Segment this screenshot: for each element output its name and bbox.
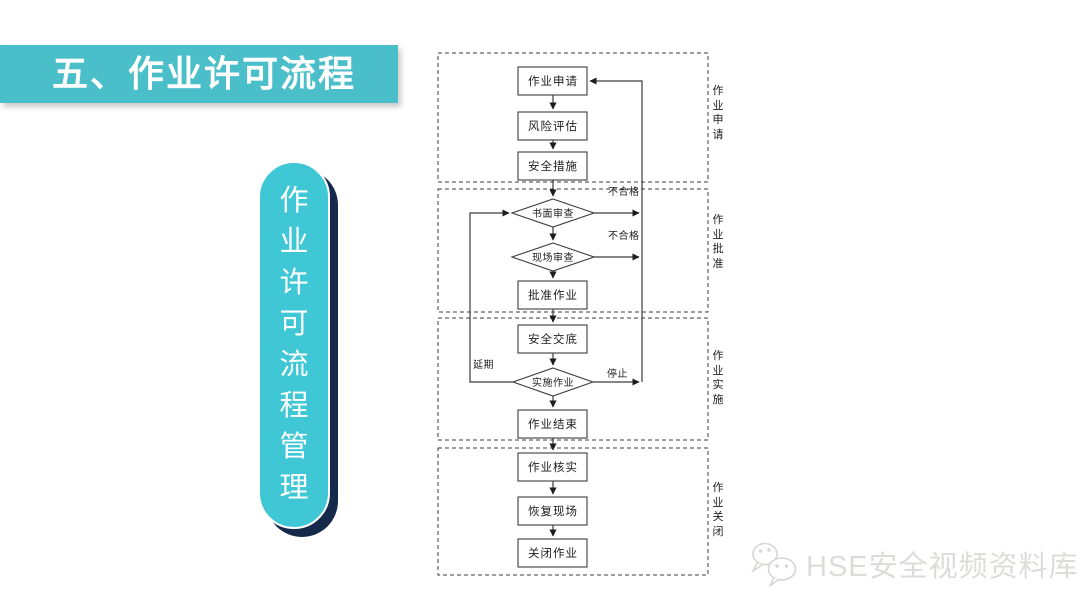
- phase-label-close: 作业关闭: [712, 482, 724, 538]
- box-briefing: [517, 324, 588, 354]
- phase-frames: [437, 52, 709, 576]
- label-risk: 风险评估: [528, 119, 578, 133]
- phase-label-approve: 作业批准: [712, 214, 724, 270]
- vertical-banner-text: 作业许可流程管理: [279, 185, 309, 504]
- watermark-text: HSE安全视频资料库: [806, 551, 1079, 583]
- flow-boxes: [510, 66, 596, 568]
- label-approve: 批准作业: [528, 288, 578, 302]
- phase-label-implement: 作业实施: [712, 350, 724, 406]
- postpone-loop-left: [469, 209, 513, 383]
- label-restore: 恢复现场: [528, 504, 578, 518]
- wechat-icon: [750, 542, 797, 587]
- phase-frame-approve: [437, 188, 709, 313]
- box-verify: [517, 452, 588, 482]
- label-close: 关闭作业: [528, 546, 578, 560]
- label-briefing: 安全交底: [528, 332, 578, 346]
- label-verify: 作业核实: [528, 460, 578, 474]
- box-approve: [517, 280, 588, 310]
- vertical-capsule-banner: 作业许可流程管理: [258, 161, 330, 529]
- diamond-written-review: [510, 198, 596, 228]
- flow-connectors: [469, 77, 643, 537]
- box-risk: [517, 111, 588, 141]
- label-site-review: 现场审查: [532, 251, 574, 264]
- phase-label-apply: 作业申请: [712, 85, 724, 141]
- box-apply: [517, 66, 588, 96]
- label-implement: 实施作业: [532, 376, 574, 389]
- label-written-review: 书面审查: [532, 207, 574, 220]
- slide-title-banner: 五、作业许可流程: [0, 45, 398, 103]
- label-safety: 安全措施: [528, 159, 578, 173]
- box-safety: [517, 151, 588, 181]
- feedback-line-right: [589, 77, 643, 382]
- box-finish: [517, 409, 588, 439]
- branch-postpone: 延期: [473, 359, 494, 371]
- branch-unqualified-1: 不合格: [608, 185, 640, 198]
- phase-frame-close: [437, 447, 709, 576]
- flow-node-labels: 作业申请 风险评估 安全措施 书面审查 现场审查 批准作业 安全交底 实施作业 …: [528, 75, 578, 560]
- flow-branch-labels: 不合格 不合格 延期 停止: [473, 185, 640, 380]
- work-permit-flowchart: 作业申请 风险评估 安全措施 书面审查 现场审查 批准作业 安全交底 实施作业 …: [437, 52, 709, 576]
- watermark: HSE安全视频资料库: [748, 540, 1079, 588]
- label-apply: 作业申请: [528, 75, 578, 88]
- diamond-implement: [511, 367, 595, 397]
- box-close: [517, 538, 588, 568]
- box-restore: [517, 496, 588, 526]
- phase-frame-apply: [437, 52, 709, 183]
- slide-title: 五、作业许可流程: [52, 53, 357, 94]
- phase-frame-implement: [437, 317, 709, 441]
- branch-unqualified-2: 不合格: [608, 229, 640, 242]
- branch-stop: 停止: [607, 367, 628, 380]
- diamond-site-review: [510, 242, 596, 272]
- label-finish: 作业结束: [528, 418, 578, 431]
